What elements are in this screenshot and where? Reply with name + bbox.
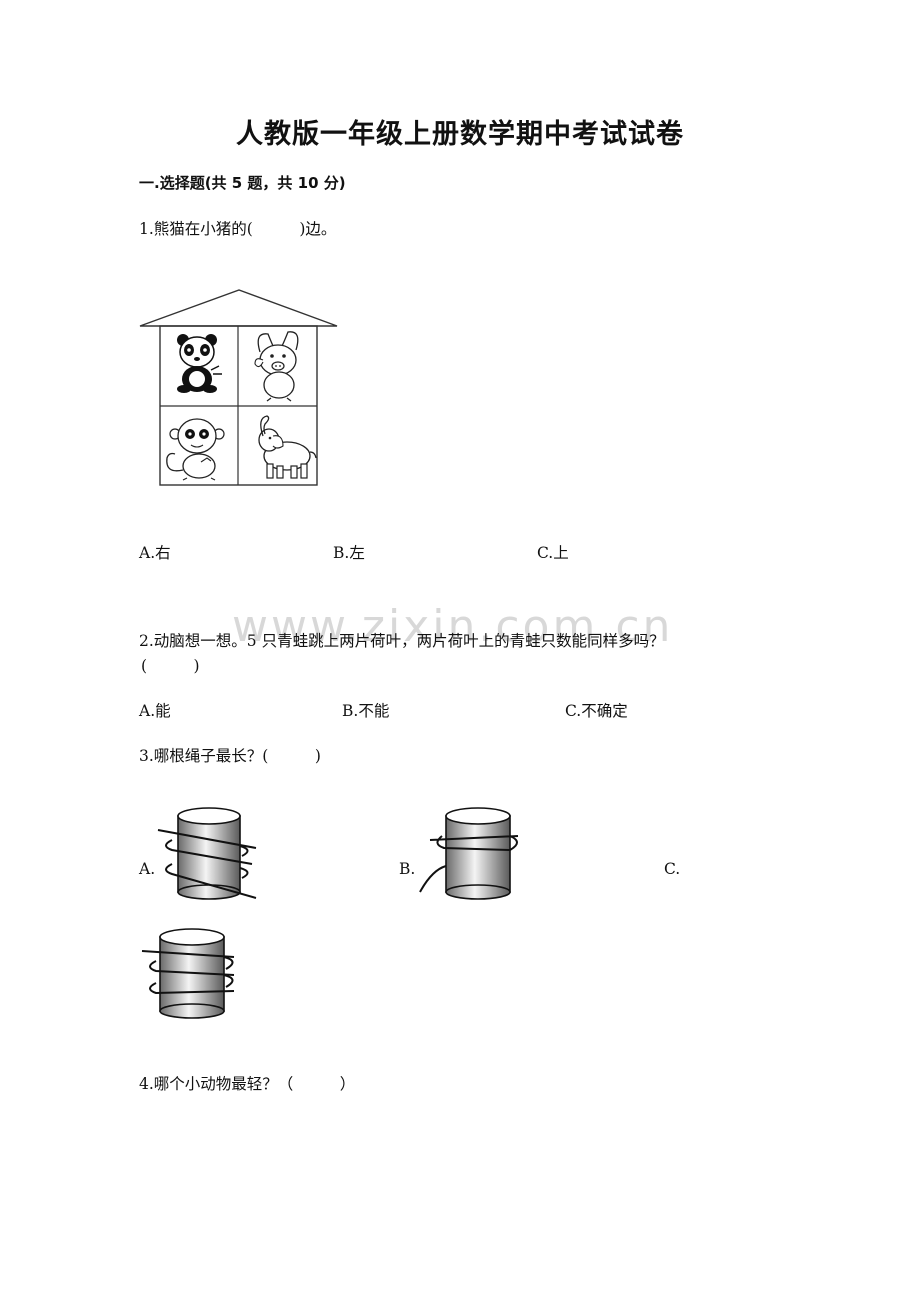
section-heading: 一.选择题(共 5 题，共 10 分) bbox=[139, 174, 346, 192]
page-title: 人教版一年级上册数学期中考试试卷 bbox=[236, 119, 684, 150]
question-2-blank: ( ) bbox=[141, 657, 200, 675]
question-1-option-a[interactable]: A.右 bbox=[139, 544, 171, 562]
question-1-text: 1.熊猫在小猪的( )边。 bbox=[139, 220, 337, 238]
question-2-option-a[interactable]: A.能 bbox=[139, 702, 171, 720]
question-3-option-b[interactable]: B. bbox=[399, 860, 416, 878]
question-3-text: 3.哪根绳子最长？( ) bbox=[139, 747, 321, 765]
rope-cylinder-c-icon bbox=[141, 928, 235, 1019]
question-1-option-b[interactable]: B.左 bbox=[333, 544, 365, 562]
pig-icon bbox=[254, 331, 299, 402]
question-3-option-a[interactable]: A. bbox=[139, 860, 156, 878]
question-1-image bbox=[139, 289, 338, 486]
watermark: www.zixin.com.cn bbox=[232, 601, 674, 652]
question-2-text: 2.动脑想一想。5 只青蛙跳上两片荷叶，两片荷叶上的青蛙只数能同样多吗？ bbox=[139, 632, 665, 650]
question-1-option-c[interactable]: C.上 bbox=[537, 544, 569, 562]
rope-cylinder-a-icon bbox=[157, 807, 257, 900]
question-4-text: 4.哪个小动物最轻？（ ） bbox=[139, 1075, 356, 1093]
rope-cylinder-b-icon bbox=[419, 807, 519, 900]
question-2-option-c[interactable]: C.不确定 bbox=[565, 702, 628, 720]
panda-icon bbox=[177, 334, 222, 393]
monkey-icon bbox=[166, 418, 225, 481]
question-2-option-b[interactable]: B.不能 bbox=[342, 702, 390, 720]
elephant-icon bbox=[258, 415, 317, 479]
question-3-option-c[interactable]: C. bbox=[664, 860, 681, 878]
